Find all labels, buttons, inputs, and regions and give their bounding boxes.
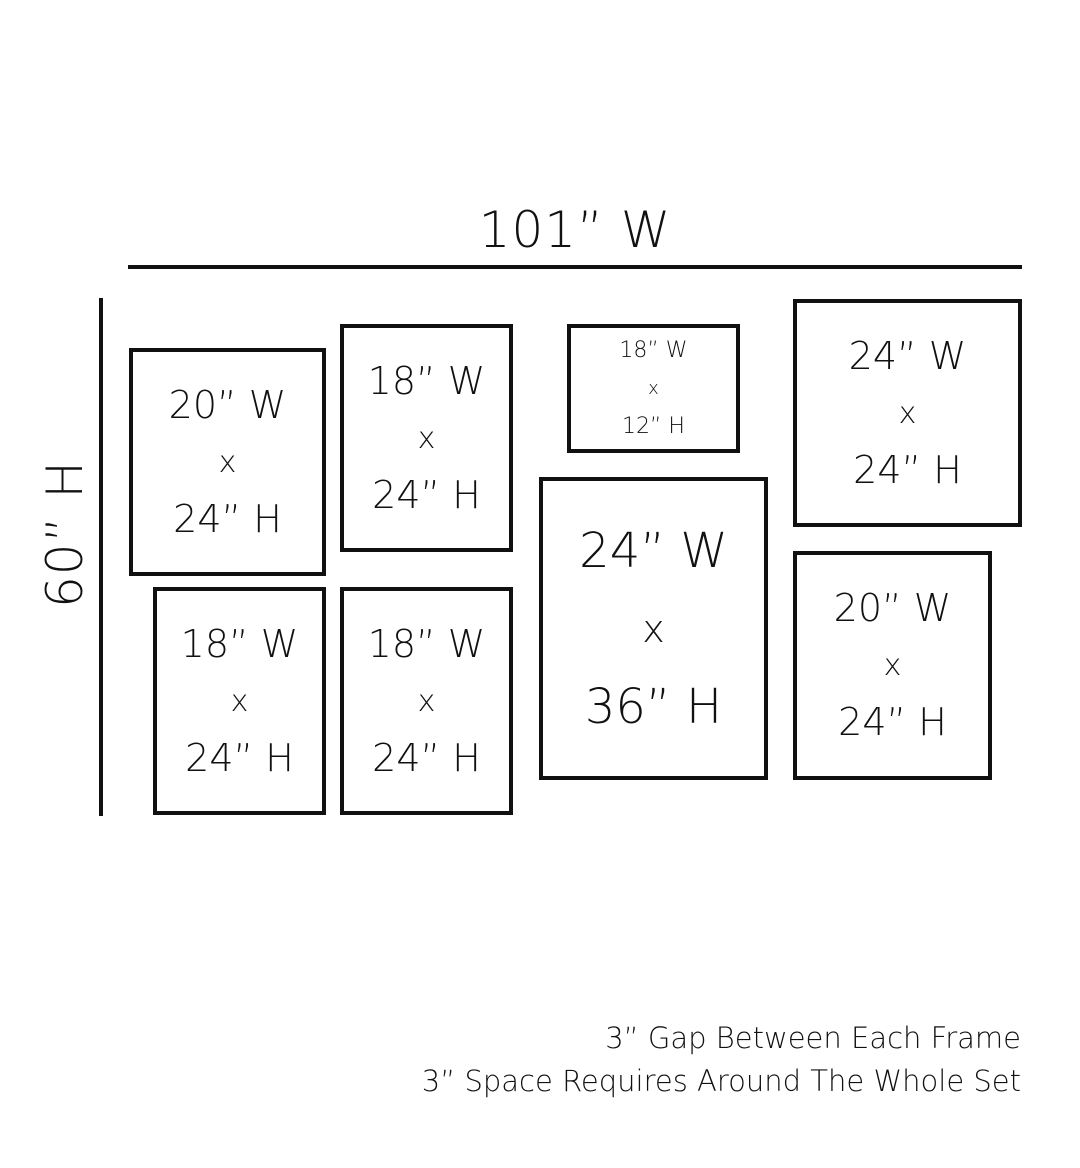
frame-height-text: 36” H — [584, 678, 723, 735]
frame-width-text: 20” W — [168, 382, 287, 427]
frame-24x24-top-right: 24” W x 24” H — [793, 299, 1022, 527]
frame-height-text: 24” H — [838, 700, 947, 744]
frame-times-text: x — [642, 606, 665, 651]
frame-times-text: x — [417, 683, 436, 719]
frame-width-text: 20” W — [833, 586, 952, 630]
overall-width-label: 101” W — [478, 201, 672, 259]
frame-height-text: 12” H — [622, 413, 685, 439]
frame-height-text: 24” H — [372, 735, 481, 780]
frame-width-text: 24” W — [848, 333, 967, 378]
frame-width-text: 18” W — [619, 337, 688, 363]
frame-width-text: 18” W — [367, 621, 486, 666]
frame-height-text: 24” H — [853, 447, 962, 492]
frame-width-text: 18” W — [367, 358, 486, 403]
frame-18x24-top-center-left: 18” W x 24” H — [340, 324, 513, 552]
frame-18x24-bottom-center-left: 18” W x 24” H — [340, 587, 513, 815]
frame-times-text: x — [648, 377, 659, 399]
frame-height-text: 24” H — [372, 472, 481, 517]
frame-height-text: 24” H — [173, 496, 282, 541]
space-note: 3” Space Requires Around The Whole Set — [421, 1064, 1021, 1098]
frame-times-text: x — [883, 648, 902, 683]
frame-24x36-center: 24” W x 36” H — [539, 477, 768, 780]
frame-width-text: 18” W — [180, 621, 299, 666]
frame-times-text: x — [230, 683, 249, 719]
frame-height-text: 24” H — [185, 735, 294, 780]
frame-times-text: x — [898, 395, 917, 431]
overall-width-line — [128, 265, 1022, 269]
frame-times-text: x — [218, 444, 237, 480]
frame-20x24-bottom-right: 20” W x 24” H — [793, 551, 992, 780]
frame-times-text: x — [417, 420, 436, 456]
frame-20x24-top-left: 20” W x 24” H — [129, 348, 326, 576]
frame-18x12-top-center: 18” W x 12” H — [567, 324, 740, 453]
gap-note: 3” Gap Between Each Frame — [605, 1021, 1021, 1055]
frame-width-text: 24” W — [579, 522, 728, 579]
overall-height-label: 60” H — [36, 459, 94, 609]
frame-18x24-bottom-left: 18” W x 24” H — [153, 587, 326, 815]
overall-height-line — [99, 298, 103, 816]
